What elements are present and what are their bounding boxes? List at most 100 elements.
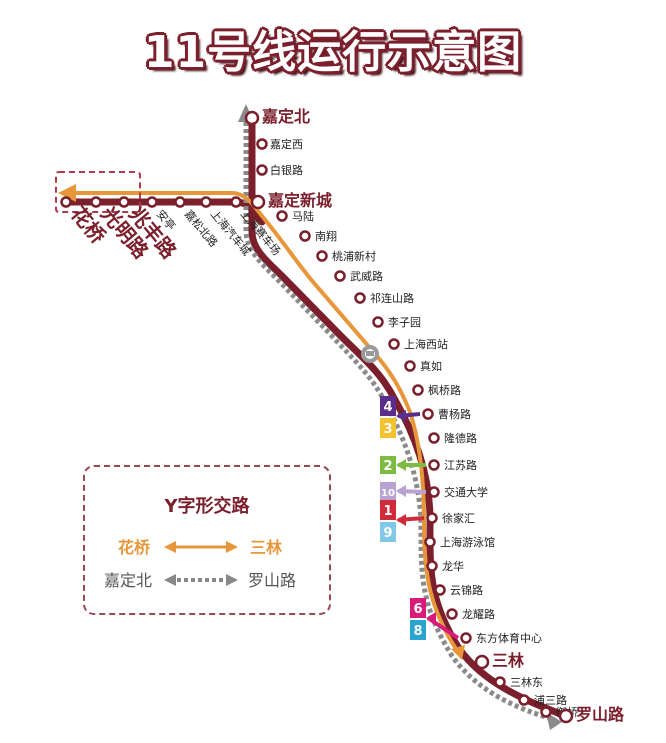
route-jiadingbei-luoshanlu (243, 122, 556, 723)
line-badge (380, 456, 396, 474)
legend-route2-to: 罗山路 (248, 571, 296, 590)
station-label: 白银路 (270, 163, 303, 177)
station-label: 徐家汇 (442, 511, 475, 525)
arrow-right-icon (226, 541, 238, 553)
line-badge (410, 620, 426, 640)
station-marker (424, 536, 436, 548)
station-marker (446, 608, 458, 620)
station-marker (256, 164, 268, 176)
station-marker (276, 210, 288, 222)
station-marker (299, 230, 311, 242)
arrow-left-icon (164, 574, 176, 586)
station-marker (250, 194, 266, 210)
station-marker (146, 196, 158, 208)
station-marker (460, 632, 472, 644)
railway-station-icon (361, 345, 379, 363)
arrow-left-icon (58, 184, 76, 202)
line-badge-number: 6 (413, 602, 422, 617)
line-badge-number: 2 (383, 459, 392, 474)
line-badge-number: 3 (383, 422, 392, 437)
station-label: 交通大学 (444, 485, 488, 499)
arrow-left-icon (396, 459, 406, 471)
station-label: 祁连山路 (370, 291, 414, 305)
station-label: 隆德路 (444, 431, 477, 445)
station-marker (540, 706, 552, 718)
station-marker (426, 560, 438, 572)
station-marker (558, 708, 574, 724)
line-badge-number: 8 (413, 624, 422, 639)
station-marker (334, 270, 346, 282)
station-marker (434, 584, 446, 596)
arrow-left-icon (396, 485, 406, 497)
station-marker (494, 676, 506, 688)
station-marker (412, 384, 424, 396)
arrow-left-icon (426, 612, 436, 624)
legend-title: Y字形交路 (163, 495, 250, 517)
map-title: 11号线运行示意图 (143, 27, 523, 78)
line-badge-number: 4 (383, 400, 392, 415)
line-badge (380, 522, 396, 542)
station-label: 嘉定北 (261, 107, 310, 126)
line-badge (380, 396, 396, 416)
station-marker (118, 196, 130, 208)
highlight-box (55, 171, 141, 213)
station-label: 嘉定新城 (267, 191, 332, 210)
station-label: 嘉定西 (270, 137, 303, 151)
station-marker (230, 196, 242, 208)
arrow-left-icon (396, 514, 406, 526)
station-marker (428, 459, 440, 471)
line-11-track (248, 114, 569, 720)
line-badge-number: 9 (383, 526, 392, 541)
station-marker (90, 196, 102, 208)
station-label: 云锦路 (450, 583, 483, 597)
station-label: 江苏路 (444, 459, 477, 472)
station-marker (518, 694, 530, 706)
arrow-left-icon (164, 541, 176, 553)
route-huaqiao-sanlin (72, 191, 460, 654)
legend: Y字形交路 花桥 三林 嘉定北 罗山路 (83, 465, 331, 615)
station-label: 上海游泳馆 (440, 535, 495, 549)
station-marker (256, 138, 268, 150)
station-marker (372, 316, 384, 328)
station-label: 曹杨路 (438, 407, 471, 421)
station-marker (316, 250, 328, 262)
station-marker (354, 292, 366, 304)
station-marker (200, 196, 212, 208)
station-label: 罗山路 (576, 705, 625, 724)
station-label: 真如 (420, 359, 442, 373)
main-stations: 嘉定北嘉定西白银路嘉定新城马陆南翔桃浦新村武威路祁连山路李子园上海西站真如枫桥路… (244, 107, 625, 724)
station-marker (404, 360, 416, 372)
station-label: 武威路 (350, 270, 383, 283)
line-badge (380, 500, 396, 520)
station-label: 花桥 (66, 202, 111, 249)
station-label: 枫桥路 (428, 383, 461, 397)
line-badge (380, 482, 396, 500)
station-marker (174, 196, 186, 208)
station-label: 桃浦新村 (332, 249, 376, 263)
station-marker (474, 654, 490, 670)
station-label: 东方体育中心 (476, 631, 542, 645)
arrow-left-icon (396, 410, 406, 422)
station-label: 龙耀路 (462, 608, 495, 621)
station-label: 李子园 (388, 315, 421, 329)
station-marker (244, 110, 260, 126)
line-badge (410, 598, 426, 618)
station-marker (426, 512, 438, 524)
legend-route2-from: 嘉定北 (104, 571, 152, 590)
legend-route1-from: 花桥 (118, 538, 151, 557)
arrow-down-icon (546, 712, 562, 730)
station-marker (428, 486, 440, 498)
station-marker (422, 408, 434, 420)
station-label: 龙华 (442, 559, 464, 573)
legend-route1-to: 三林 (250, 538, 282, 557)
station-label: 上海西站 (404, 337, 448, 351)
station-label: 浦三路 (534, 694, 567, 707)
station-marker (388, 338, 400, 350)
station-label: 三林 (492, 651, 524, 670)
line-badge (380, 418, 396, 438)
line-badge-number: 10 (381, 488, 395, 499)
arrow-down-icon (451, 645, 465, 660)
station-marker (428, 432, 440, 444)
station-marker (60, 196, 72, 208)
